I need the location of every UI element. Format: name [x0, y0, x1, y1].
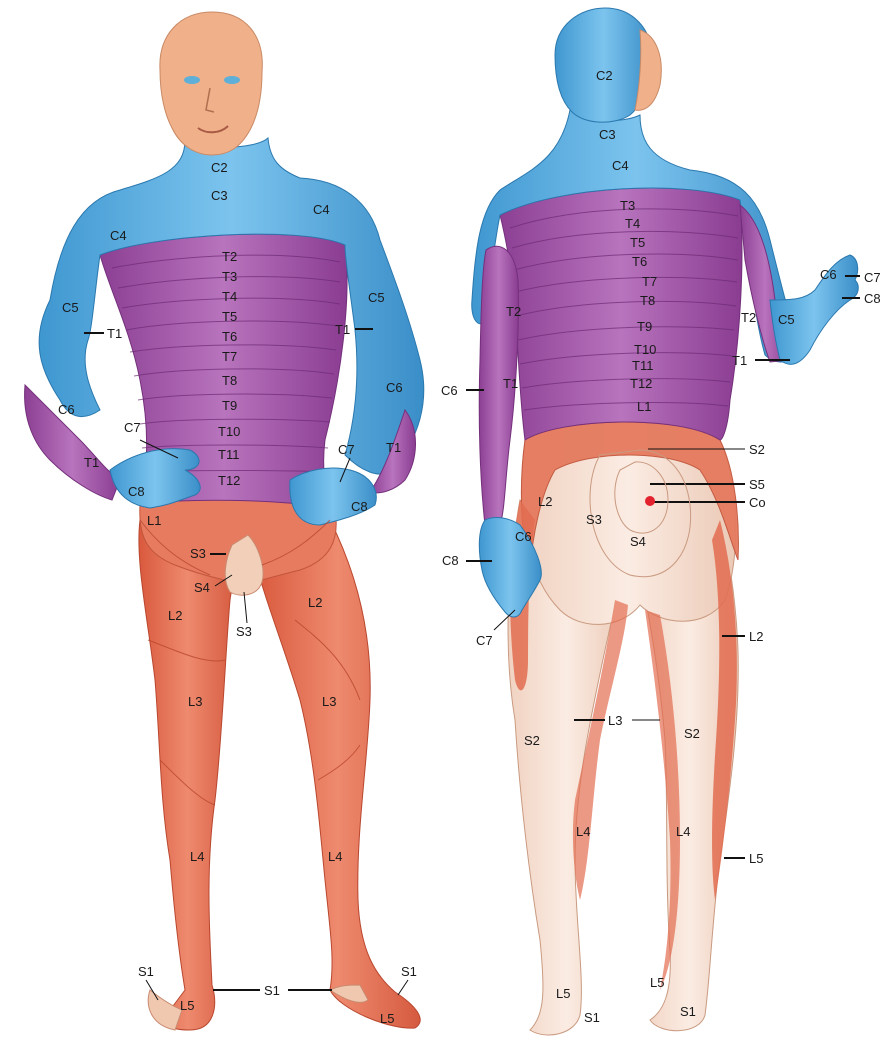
label-back-c6-left: C6 — [441, 383, 458, 398]
label-back-l3: L3 — [608, 713, 622, 728]
label-front-s3-lower: S3 — [236, 624, 252, 639]
label-back-l2-right: L2 — [749, 629, 763, 644]
label-back-l5-right-foot: L5 — [650, 975, 664, 990]
label-back-trunk-t10: T10 — [634, 342, 656, 357]
label-front-trunk-t7: T7 — [222, 349, 237, 364]
label-back-trunk-t7: T7 — [642, 274, 657, 289]
label-front-l3-left: L3 — [188, 694, 202, 709]
label-front-s3: S3 — [190, 546, 206, 561]
label-back-t1-right: T1 — [732, 353, 747, 368]
label-back-c3: C3 — [599, 127, 616, 142]
label-back-c7-right: C7 — [864, 270, 881, 285]
label-front-l3-right: L3 — [322, 694, 336, 709]
label-front-trunk-t11: T11 — [218, 447, 239, 462]
label-back-s2-left: S2 — [524, 733, 540, 748]
label-back-t2-right: T2 — [741, 310, 756, 325]
label-front-c8-right: C8 — [351, 499, 368, 514]
front-head — [160, 12, 262, 155]
label-back-t1-left: T1 — [503, 376, 518, 391]
label-front-l2-right: L2 — [308, 595, 322, 610]
label-back-l4-left: L4 — [576, 824, 590, 839]
label-front-s1-right: S1 — [401, 964, 417, 979]
label-back-c8-right: C8 — [864, 291, 881, 306]
back-right-forearm — [770, 255, 858, 364]
label-back-s1-right: S1 — [680, 1004, 696, 1019]
label-back-c8-left: C8 — [442, 553, 459, 568]
label-back-trunk-t5: T5 — [630, 235, 645, 250]
leader-front-s3-lower — [244, 592, 247, 623]
label-front-c5-left: C5 — [62, 300, 79, 315]
label-front-c4-left: C4 — [110, 228, 127, 243]
label-front-trunk-t2: T2 — [222, 249, 237, 264]
label-front-l4-left: L4 — [190, 849, 204, 864]
label-front-c7-left: C7 — [124, 420, 141, 435]
label-front-trunk-t10: T10 — [218, 424, 240, 439]
label-front-l2-left: L2 — [168, 608, 182, 623]
label-back-s4: S4 — [630, 534, 646, 549]
back-figure — [472, 8, 859, 1035]
label-front-c5-right: C5 — [368, 290, 385, 305]
label-back-s5: S5 — [749, 477, 765, 492]
label-back-c4: C4 — [612, 158, 629, 173]
label-back-co: Co — [749, 495, 766, 510]
label-front-trunk-t4: T4 — [222, 289, 237, 304]
label-back-l2-hip: L2 — [538, 494, 552, 509]
label-back-trunk-t4: T4 — [625, 216, 640, 231]
label-back-trunk-t12: T12 — [630, 376, 652, 391]
label-front-trunk-t5: T5 — [222, 309, 237, 324]
label-front-c7-right: C7 — [338, 442, 355, 457]
label-back-s2-right: S2 — [684, 726, 700, 741]
label-back-trunk-t9: T9 — [637, 319, 652, 334]
label-back-l4-right: L4 — [676, 824, 690, 839]
label-back-trunk-t8: T8 — [640, 293, 655, 308]
label-back-c7-left: C7 — [476, 633, 493, 648]
label-front-t1-left-forearm: T1 — [84, 455, 99, 470]
label-front-c2: C2 — [211, 160, 228, 175]
label-back-c2: C2 — [596, 68, 613, 83]
label-back-c6-hand: C6 — [515, 529, 532, 544]
label-front-l5-right: L5 — [380, 1011, 394, 1026]
label-back-trunk-t11: T11 — [632, 358, 653, 373]
label-back-s2: S2 — [749, 442, 765, 457]
label-back-s1-left: S1 — [584, 1010, 600, 1025]
back-trunk — [500, 188, 742, 440]
label-front-trunk-t3: T3 — [222, 269, 237, 284]
label-back-trunk-t3: T3 — [620, 198, 635, 213]
label-back-trunk-t6: T6 — [632, 254, 647, 269]
label-back-c6-right: C6 — [820, 267, 837, 282]
label-front-c6-left: C6 — [58, 402, 75, 417]
label-front-c4-right: C4 — [313, 202, 330, 217]
front-right-leg — [255, 520, 420, 1028]
label-front-s1-center: S1 — [264, 983, 280, 998]
label-front-l5-left: L5 — [180, 998, 194, 1013]
label-front-t1-right-forearm: T1 — [386, 440, 401, 455]
front-left-leg — [139, 520, 236, 1030]
front-right-hand — [290, 468, 376, 525]
label-back-trunk-l1: L1 — [637, 399, 651, 414]
label-back-c5-right: C5 — [778, 312, 795, 327]
label-back-t2-left: T2 — [506, 304, 521, 319]
label-back-s3: S3 — [586, 512, 602, 527]
label-front-l1: L1 — [147, 513, 161, 528]
leader-front-s1-right — [398, 980, 408, 995]
label-front-trunk-t12: T12 — [218, 473, 240, 488]
coccyx-marker — [645, 496, 655, 506]
label-front-s4: S4 — [194, 580, 210, 595]
label-front-t1-left: T1 — [107, 326, 122, 341]
label-front-trunk-t8: T8 — [222, 373, 237, 388]
label-front-s1-left: S1 — [138, 964, 154, 979]
label-front-c8-left: C8 — [128, 484, 145, 499]
label-front-t1-right: T1 — [335, 322, 350, 337]
label-front-l4-right: L4 — [328, 849, 342, 864]
label-front-trunk-t9: T9 — [222, 398, 237, 413]
label-front-c6-right: C6 — [386, 380, 403, 395]
label-front-c3: C3 — [211, 188, 228, 203]
front-left-foot — [148, 990, 182, 1030]
label-back-l5-left-foot: L5 — [556, 986, 570, 1001]
label-back-l5-right: L5 — [749, 851, 763, 866]
label-front-trunk-t6: T6 — [222, 329, 237, 344]
